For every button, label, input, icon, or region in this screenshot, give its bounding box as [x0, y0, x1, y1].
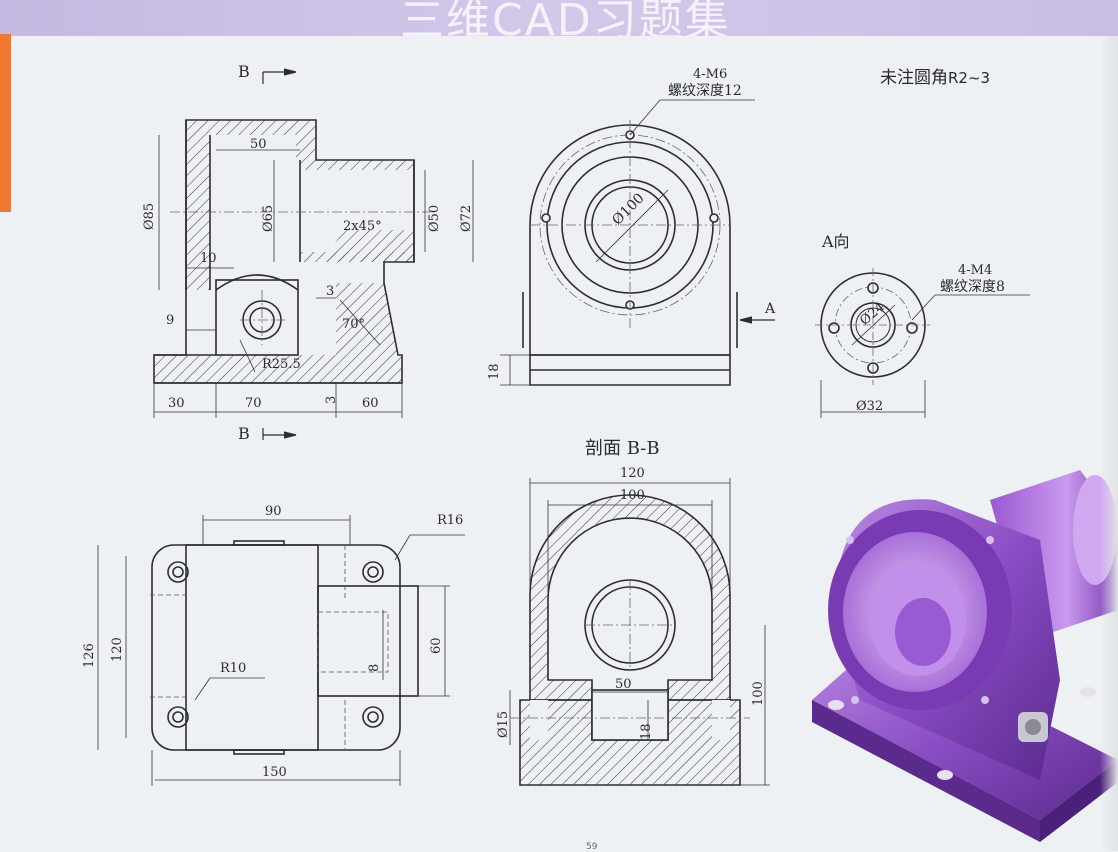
dim-r10: R10 [220, 661, 247, 676]
view-a-title: A向 [822, 232, 850, 251]
dim-9: 9 [166, 313, 175, 328]
thread-m4-depth: 螺纹深度8 [940, 279, 1005, 295]
isometric-render [812, 470, 1118, 842]
dim-18-side: 18 [487, 363, 502, 380]
thread-m4-count: 4-M4 [958, 263, 993, 278]
chapter-tab [0, 34, 11, 212]
dim-126: 126 [82, 643, 97, 668]
dim-3-bottom: 3 [324, 395, 339, 404]
dim-60-top: 60 [429, 637, 444, 654]
dim-8: 8 [367, 663, 382, 672]
top-view [97, 515, 465, 786]
dim-70deg: 70° [342, 317, 366, 332]
dim-90: 90 [265, 504, 282, 519]
thread-m6-count: 4-M6 [693, 67, 728, 82]
dim-phi32: Ø32 [856, 399, 884, 414]
dim-18-section: 18 [639, 723, 654, 740]
view-a-arrow-label: A [765, 301, 776, 317]
section-arrow-label-bottom: B [238, 424, 250, 443]
dim-30: 30 [168, 396, 185, 411]
view-a [815, 268, 1030, 418]
front-section-view [153, 68, 474, 440]
dim-r25: R25.5 [262, 357, 301, 372]
dim-100-vertical: 100 [751, 681, 766, 706]
page-number: 59 [586, 842, 598, 852]
dim-50-section: 50 [615, 677, 632, 692]
section-title: 剖面 B-B [585, 438, 660, 459]
thread-m6-depth: 螺纹深度12 [668, 83, 742, 99]
dim-r16: R16 [437, 513, 464, 528]
dim-chamfer: 2x45° [343, 219, 382, 234]
dim-100-section: 100 [620, 488, 645, 503]
dim-phi50: Ø50 [427, 204, 442, 232]
dim-70: 70 [245, 396, 262, 411]
section-arrow-label-top: B [238, 62, 250, 81]
dim-50-front: 50 [250, 137, 267, 152]
dim-phi85: Ø85 [142, 202, 157, 230]
dim-phi72: Ø72 [459, 204, 474, 232]
dim-10: 10 [200, 251, 217, 266]
dim-120-section: 120 [620, 466, 645, 481]
dim-phi65: Ø65 [261, 204, 276, 232]
side-view [500, 99, 775, 386]
section-b-view [509, 478, 770, 786]
fillet-note: 未注圆角R2~3 [880, 68, 991, 88]
dim-phi15: Ø15 [496, 710, 511, 738]
dim-60-front: 60 [362, 396, 379, 411]
book-title: 三维CAD习题集 [400, 0, 731, 36]
header-banner: 三维CAD习题集 [0, 0, 1118, 36]
dim-120-top: 120 [110, 637, 125, 662]
page-spine-shadow [1100, 36, 1118, 851]
dim-150: 150 [262, 765, 287, 780]
dim-3-top: 3 [326, 284, 335, 299]
